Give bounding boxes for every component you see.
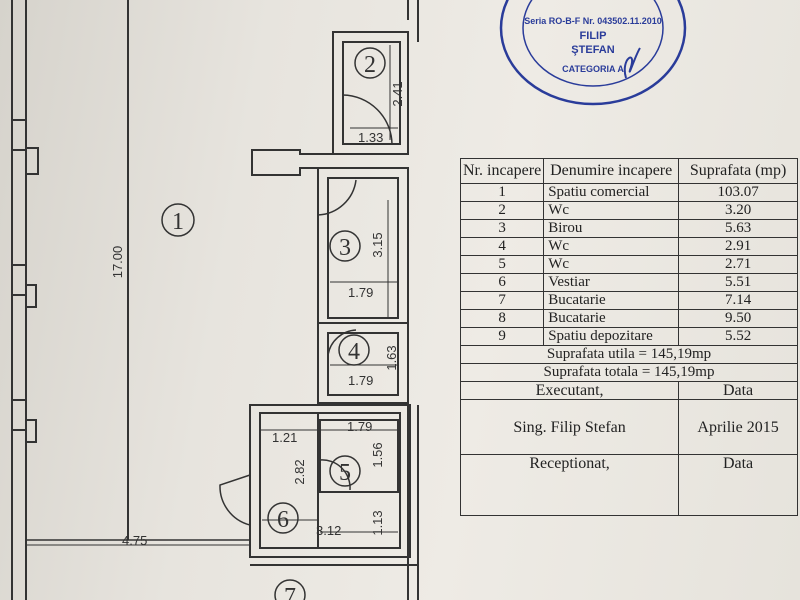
receptionat-label: Receptionat, xyxy=(459,454,680,516)
room-nr: 4 xyxy=(459,237,545,256)
room-label-4: 4 xyxy=(348,339,360,365)
usable-area: Suprafata utila = 145,19mp xyxy=(460,345,798,364)
total-area-row: Suprafata totala = 145,19mp xyxy=(460,363,798,382)
dim-r2-height: 2.41 xyxy=(390,81,405,106)
room-marker-2 xyxy=(354,47,386,79)
room-area: 2.71 xyxy=(678,255,798,274)
room-name: Wc xyxy=(543,237,680,256)
rooms-table: Nr. incapere Denumire incapere Suprafata… xyxy=(459,158,798,516)
room-nr: 6 xyxy=(459,273,545,292)
room-label-1: 1 xyxy=(172,209,184,235)
header-nr: Nr. incapere xyxy=(459,158,545,184)
room-label-2: 2 xyxy=(364,52,376,78)
room-nr: 2 xyxy=(459,201,545,220)
dim-r3-width: 1.79 xyxy=(348,285,373,300)
dim-r6-height: 2.82 xyxy=(292,459,307,484)
header-area: Suprafata (mp) xyxy=(678,158,798,184)
stamp-category: CATEGORIA A xyxy=(562,64,624,74)
room-label-6: 6 xyxy=(277,507,289,533)
dim-r3-height: 3.15 xyxy=(370,232,385,257)
usable-area-row: Suprafata utila = 145,19mp xyxy=(460,345,798,364)
dim-r6-height2: 1.13 xyxy=(370,510,385,535)
dim-r4-width: 1.79 xyxy=(348,373,373,388)
room-label-7: 7 xyxy=(284,584,296,600)
room-area: 5.51 xyxy=(678,273,798,292)
room-marker-7 xyxy=(274,579,306,600)
data-label-2: Data xyxy=(678,454,798,516)
dim-r2-width: 1.33 xyxy=(358,130,383,145)
room-marker-4 xyxy=(338,334,370,366)
room-name: Bucatarie xyxy=(543,291,680,310)
room-area: 9.50 xyxy=(678,309,798,328)
dim-r5-width: 1.79 xyxy=(347,419,372,434)
room-name: Spatiu comercial xyxy=(543,183,680,202)
room-nr: 1 xyxy=(459,183,545,202)
room-area: 7.14 xyxy=(678,291,798,310)
executant-date: Aprilie 2015 xyxy=(678,399,798,455)
dim-r5-height: 1.56 xyxy=(370,442,385,467)
room-area: 103.07 xyxy=(678,183,798,202)
room-nr: 7 xyxy=(459,291,545,310)
room-name: Spatiu depozitare xyxy=(543,327,680,346)
room-marker-6 xyxy=(267,502,299,534)
dim-total-length: 17.00 xyxy=(110,246,125,279)
room-name: Birou xyxy=(543,219,680,238)
room-area: 5.52 xyxy=(678,327,798,346)
dim-r6-width2: 3.12 xyxy=(316,523,341,538)
total-area: Suprafata totala = 145,19mp xyxy=(460,363,798,382)
room-name: Vestiar xyxy=(543,273,680,292)
room-marker-5 xyxy=(329,455,361,487)
room-nr: 3 xyxy=(459,219,545,238)
room-area: 2.91 xyxy=(678,237,798,256)
dim-r6-width1: 1.21 xyxy=(272,430,297,445)
table-header-row: Nr. incapere Denumire incapere Suprafata… xyxy=(459,158,798,184)
stamp-last-name: ŞTEFAN xyxy=(571,44,615,56)
room-marker-3 xyxy=(329,230,361,262)
room-area: 5.63 xyxy=(678,219,798,238)
room-label-3: 3 xyxy=(339,235,351,261)
stamp-seal-icon xyxy=(499,0,687,106)
stamp-serial: Seria RO-B-F Nr. 043502.11.2010 xyxy=(524,16,662,26)
header-name: Denumire incapere xyxy=(543,158,680,184)
executant-header-row: Executant, Data xyxy=(459,381,798,400)
room-marker-1 xyxy=(161,203,195,237)
room-nr: 8 xyxy=(459,309,545,328)
receptionat-row: Receptionat, Data xyxy=(459,454,798,516)
executant-name: Sing. Filip Stefan xyxy=(459,399,680,455)
room-name: Wc xyxy=(543,201,680,220)
executant-row: Sing. Filip Stefan Aprilie 2015 xyxy=(459,399,798,455)
dim-width: 4.75 xyxy=(122,533,147,548)
executant-label: Executant, xyxy=(459,381,680,400)
room-name: Bucatarie xyxy=(543,309,680,328)
stamp-first-name: FILIP xyxy=(579,30,607,42)
room-nr: 5 xyxy=(459,255,545,274)
room-nr: 9 xyxy=(459,327,545,346)
data-label: Data xyxy=(678,381,798,400)
authorization-stamp: Seria RO-B-F Nr. 043502.11.2010 FILIP ŞT… xyxy=(498,0,688,108)
room-area: 3.20 xyxy=(678,201,798,220)
room-name: Wc xyxy=(543,255,680,274)
room-label-5: 5 xyxy=(339,460,351,486)
dim-r4-height: 1.63 xyxy=(384,345,399,370)
